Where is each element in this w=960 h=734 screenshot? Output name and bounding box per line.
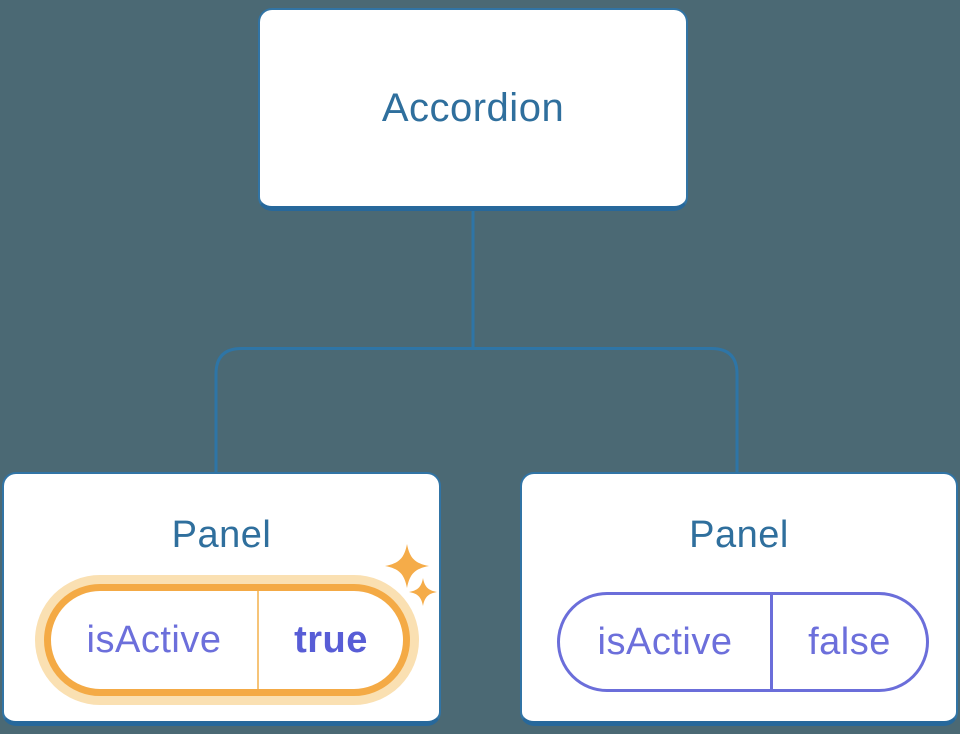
node-accordion: Accordion [258,8,688,211]
state-value-label: false [808,620,891,663]
node-panel-active: Panel isActive true [2,472,441,726]
state-value-label: true [294,618,368,661]
panel-inactive-title: Panel [689,514,789,556]
accordion-label: Accordion [381,85,565,130]
state-key-label: isActive [51,591,259,689]
sparkle-icon-large [385,544,429,588]
sparkle-icon-small [409,578,437,606]
state-pill-active: isActive true [44,584,410,696]
state-pill-inactive: isActive false [557,592,929,692]
node-panel-inactive: Panel isActive false [520,472,958,726]
connector-branches [214,347,739,472]
state-key-label: isActive [560,595,773,689]
panel-active-title: Panel [171,514,272,556]
